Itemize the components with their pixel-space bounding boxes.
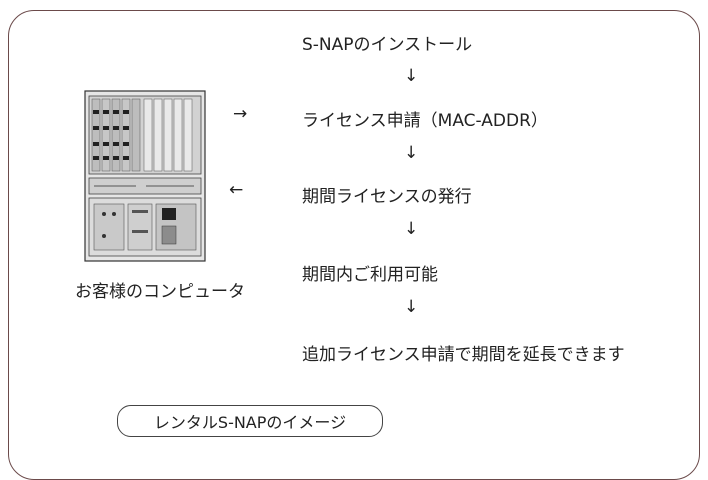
right-arrow: →: [233, 104, 248, 124]
step-install: S-NAPのインストール: [302, 35, 473, 55]
server-rack-icon: [84, 90, 206, 262]
step-available: 期間内ご利用可能: [302, 265, 438, 285]
left-arrow: ←: [229, 180, 244, 200]
down-arrow-2: ↓: [404, 143, 419, 163]
down-arrow-4: ↓: [404, 297, 419, 317]
step-extend: 追加ライセンス申請で期間を延長できます: [302, 345, 625, 365]
down-arrow-3: ↓: [404, 219, 419, 239]
title-badge: レンタルS-NAPのイメージ: [117, 405, 383, 437]
step-license-request: ライセンス申請（MAC-ADDR）: [302, 111, 548, 131]
computer-caption: お客様のコンピュータ: [75, 282, 245, 302]
step-license-issue: 期間ライセンスの発行: [302, 187, 472, 207]
down-arrow-1: ↓: [404, 66, 419, 86]
